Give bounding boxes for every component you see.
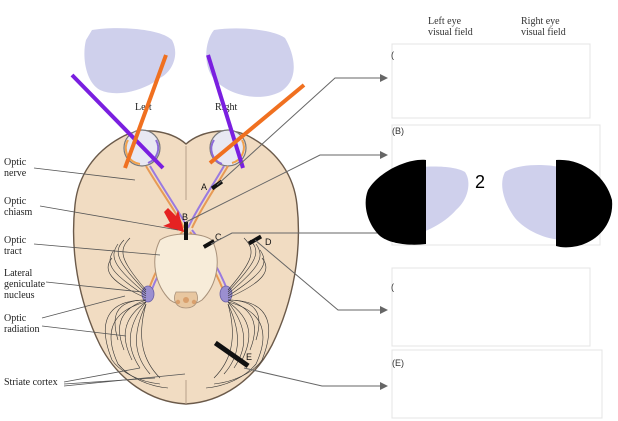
label-optic-nerve-1: Optic — [4, 157, 27, 168]
label-optic-tract-2: tract — [4, 246, 22, 257]
label-lgn-2: geniculate — [4, 279, 46, 290]
lesion-bar-c — [202, 239, 216, 249]
purple-line-left — [70, 73, 165, 170]
red-arrow — [163, 208, 184, 232]
left-eye-label: Left — [135, 102, 152, 113]
label-optic-chiasm-2: chiasm — [4, 207, 33, 218]
panel-b-left-blind-area — [365, 159, 426, 245]
right-eye-header-line1: Right eye — [521, 16, 560, 27]
panel-a-label: ( — [391, 50, 394, 60]
orange-line-left — [123, 54, 168, 169]
label-optic-chiasm-1: Optic — [4, 196, 27, 207]
right-visual-field-blob — [206, 28, 294, 97]
label-lgn-1: Lateral — [4, 268, 33, 279]
panel-d: ( — [391, 267, 591, 347]
panel-d-label: ( — [391, 282, 394, 292]
label-optic-tract-1: Optic — [4, 235, 27, 246]
panel-b-right-blind-area — [556, 159, 613, 248]
purple-line-right — [206, 54, 245, 169]
right-lgn — [219, 285, 233, 303]
label-optic-nerve-2: nerve — [4, 168, 27, 179]
lesion-letter-c: C — [215, 232, 222, 242]
panel-b-right-field — [502, 165, 565, 240]
left-eye-header-line2: visual field — [428, 27, 473, 38]
label-optic-radiation-2: radiation — [4, 324, 40, 335]
panel-b-label: (B) — [392, 126, 404, 136]
side-labels: Optic nerve Optic chiasm Optic tract Lat… — [4, 157, 186, 388]
panel-a: ( — [391, 43, 591, 119]
panel-b-number: 2 — [475, 172, 485, 192]
left-eye-header-line1: Left eye — [428, 16, 462, 27]
left-lgn — [141, 285, 155, 303]
label-optic-radiation-1: Optic — [4, 313, 27, 324]
lesion-bar-e — [213, 340, 250, 368]
panel-e: (E) — [391, 349, 603, 419]
right-optic-radiation — [205, 237, 269, 389]
panel-b: (B) 2 — [365, 124, 613, 248]
right-eye-header-line2: visual field — [521, 27, 566, 38]
label-striate-cortex: Striate cortex — [4, 377, 58, 388]
panel-e-label: (E) — [392, 358, 404, 368]
lesion-letter-e: E — [246, 352, 252, 362]
lesion-bar-b — [184, 222, 188, 240]
label-lgn-3: nucleus — [4, 290, 35, 301]
orange-line-right — [208, 83, 306, 165]
lesion-letter-d: D — [265, 237, 272, 247]
lesion-letter-b: B — [182, 212, 188, 222]
left-visual-field-blob — [84, 28, 176, 94]
connector-lines — [185, 74, 388, 390]
lesion-letter-a: A — [201, 182, 207, 192]
